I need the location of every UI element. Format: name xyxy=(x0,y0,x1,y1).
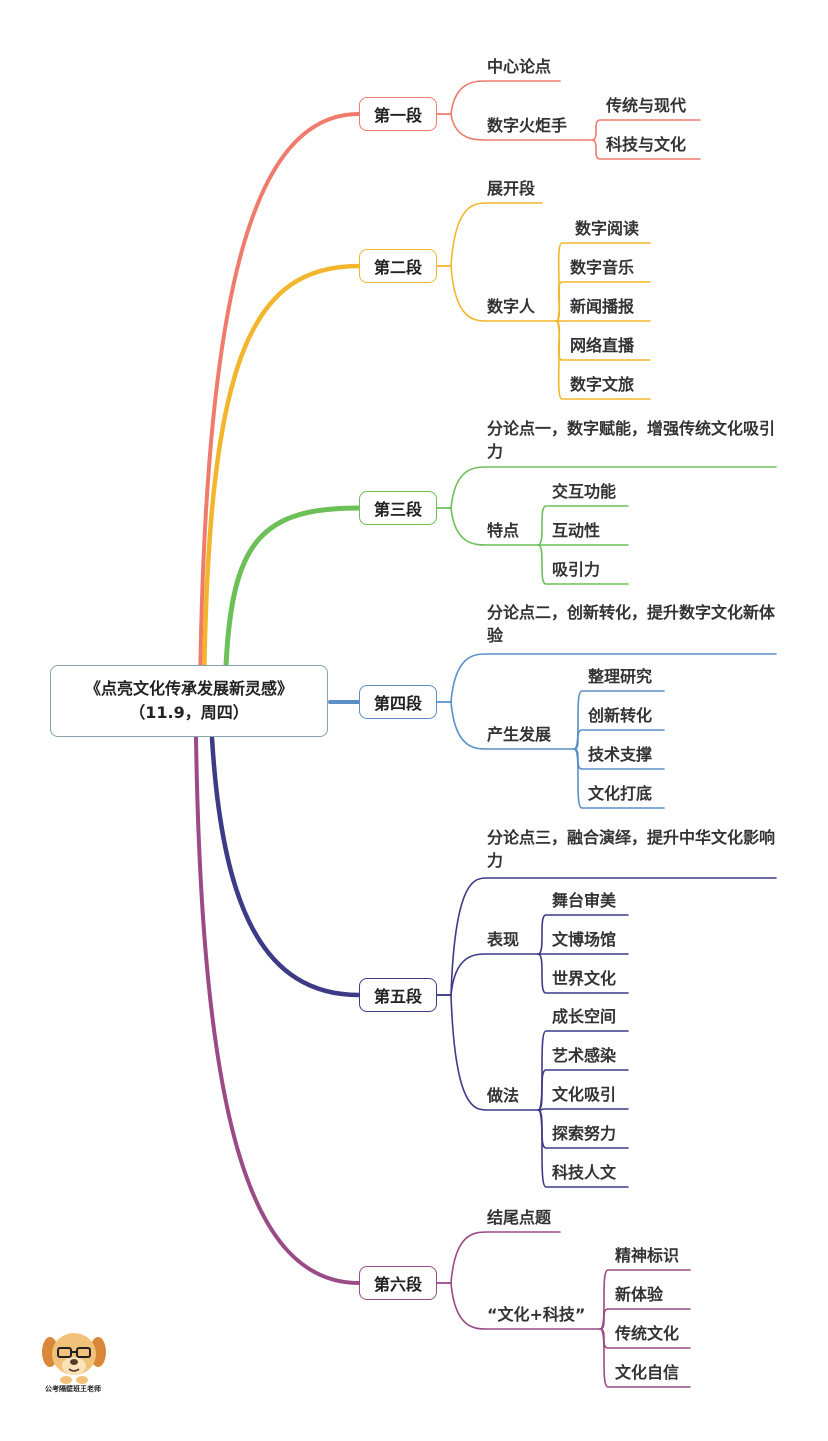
s4-b-item: 整理研究 xyxy=(588,667,653,686)
s5-c-item: 艺术感染 xyxy=(552,1046,617,1065)
s6-item-line xyxy=(599,1328,691,1388)
s4-item-line xyxy=(573,729,665,750)
s2-a-label: 展开段 xyxy=(487,179,536,198)
s3-b-item: 吸引力 xyxy=(552,560,601,579)
root-to-section-6-line xyxy=(194,736,361,1285)
root-subtitle: （11.9，周四） xyxy=(129,703,249,722)
s2-b-item: 数字音乐 xyxy=(570,258,635,277)
s5-c-item: 成长空间 xyxy=(552,1007,617,1026)
s4-b-item: 文化打底 xyxy=(588,784,653,803)
dog-logo-icon xyxy=(42,1333,106,1384)
s1-item-line xyxy=(591,139,701,160)
s4-a-line xyxy=(436,653,777,703)
s3-item-line xyxy=(537,505,629,546)
s2-b-item: 数字阅读 xyxy=(575,219,640,238)
s4-b-item: 技术支撑 xyxy=(588,745,653,764)
s5-c-item-line xyxy=(537,1069,629,1111)
section-5-node: 第五段 xyxy=(359,978,437,1012)
s6-a-line xyxy=(436,1231,561,1284)
s3-b-line xyxy=(436,507,539,546)
s5-c-line xyxy=(436,994,539,1111)
s1-a-label: 中心论点 xyxy=(487,57,552,76)
s3-a-label: 分论点一，数字赋能，增强传统文化吸引力 xyxy=(487,419,776,461)
s3-a-line xyxy=(436,466,777,509)
s5-c-item: 科技人文 xyxy=(552,1163,617,1182)
s5-a-label: 分论点三，融合演绎，提升中华文化影响力 xyxy=(487,828,776,870)
s1-b-label: 数字火炬手 xyxy=(487,116,568,135)
s6-a-label: 结尾点题 xyxy=(487,1208,552,1227)
s6-item-line xyxy=(599,1308,691,1330)
s5-b-item: 舞台审美 xyxy=(552,891,617,910)
s5-c-item: 文化吸引 xyxy=(552,1085,617,1104)
s6-item-line xyxy=(599,1269,691,1330)
s5-b-item-line xyxy=(537,914,629,955)
s5-b-item: 文博场馆 xyxy=(552,930,617,949)
s2-item-line xyxy=(555,320,651,400)
s2-b-item: 网络直播 xyxy=(570,336,635,355)
s2-b-label: 数字人 xyxy=(487,297,536,316)
s4-item-line xyxy=(573,748,665,809)
s6-b-item: 新体验 xyxy=(615,1285,664,1304)
s2-b-item: 新闻播报 xyxy=(570,297,635,316)
s4-item-line xyxy=(573,690,665,750)
s4-b-item: 创新转化 xyxy=(588,706,653,725)
root-to-section-5-line xyxy=(209,735,362,998)
root-to-section-3-line xyxy=(223,505,362,669)
root-to-section-1-line xyxy=(198,112,361,692)
s5-c-item: 探索努力 xyxy=(552,1124,617,1143)
s6-b-label: “文化+科技” xyxy=(487,1305,586,1324)
s5-c-label: 做法 xyxy=(487,1086,520,1105)
s3-b-item: 交互功能 xyxy=(552,482,617,501)
section-3-node: 第三段 xyxy=(359,491,437,525)
s6-b-item: 精神标识 xyxy=(615,1246,680,1265)
root-to-section-2-line xyxy=(201,263,362,693)
s4-a-label: 分论点二，创新转化，提升数字文化新体验 xyxy=(487,603,776,645)
s5-b-line xyxy=(436,953,539,996)
s1-b-item: 传统与现代 xyxy=(606,96,687,115)
s3-b-item: 互动性 xyxy=(552,521,601,540)
s3-b-label: 特点 xyxy=(487,521,520,540)
s1-item-line xyxy=(591,119,701,141)
s2-b-item: 数字文旅 xyxy=(570,375,635,394)
s6-b-item: 传统文化 xyxy=(615,1324,680,1343)
root-topic: 《点亮文化传承发展新灵感》 （11.9，周四） xyxy=(50,665,328,737)
s4-b-label: 产生发展 xyxy=(487,725,552,744)
s2-b-line xyxy=(436,265,557,322)
section-1-node: 第一段 xyxy=(359,97,437,131)
s1-a-line xyxy=(436,80,561,115)
section-2-node: 第二段 xyxy=(359,249,437,283)
s2-item-line xyxy=(555,281,651,322)
s5-c-item-line xyxy=(537,1109,629,1188)
s5-c-item-line xyxy=(537,1108,629,1111)
s4-b-line xyxy=(436,701,575,750)
s1-b-line xyxy=(436,113,593,141)
s2-a-line xyxy=(436,202,543,267)
root-title: 《点亮文化传承发展新灵感》 xyxy=(84,679,293,698)
s1-b-item: 科技与文化 xyxy=(606,135,687,154)
logo-caption: 公考隔壁班王老师 xyxy=(45,1385,101,1393)
s3-item-line xyxy=(537,544,629,585)
s5-b-label: 表现 xyxy=(487,930,520,949)
s5-b-item-line xyxy=(537,953,629,994)
s6-b-item: 文化自信 xyxy=(615,1363,680,1382)
s5-a-line xyxy=(436,877,777,996)
section-6-node: 第六段 xyxy=(359,1266,437,1300)
section-4-node: 第四段 xyxy=(359,685,437,719)
s6-b-line xyxy=(436,1282,601,1330)
s5-b-item: 世界文化 xyxy=(552,969,617,988)
